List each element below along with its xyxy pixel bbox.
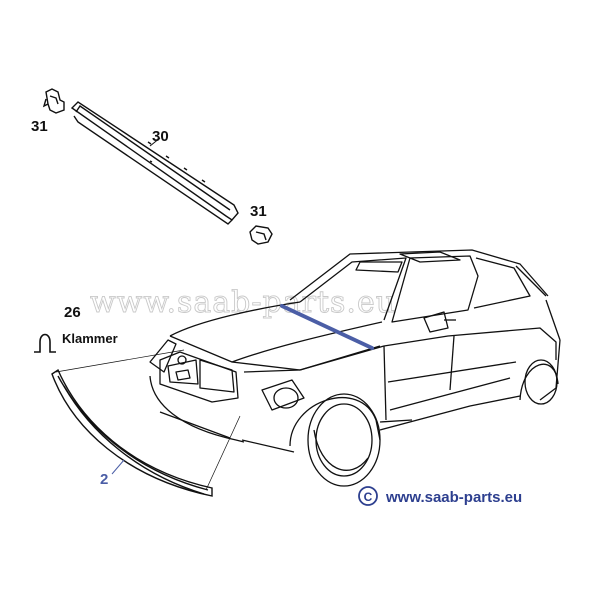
- clip-31-bottom: [249, 225, 273, 245]
- label-2: 2: [100, 471, 108, 488]
- strip-30: [70, 101, 239, 225]
- car-illustration: [149, 249, 561, 487]
- clip-31-top: [42, 88, 65, 114]
- leader-2: [111, 459, 125, 475]
- leader-lines: [55, 349, 241, 491]
- highlight-windscreen-strip: [280, 304, 374, 350]
- copyright-mark: C: [358, 486, 378, 506]
- label-26: 26: [64, 304, 81, 321]
- copyright-icon: [358, 486, 378, 506]
- label-31-bottom: 31: [250, 203, 267, 220]
- label-31-top: 31: [31, 118, 48, 135]
- leader-30: [149, 137, 161, 147]
- seal-strip-2: [51, 368, 213, 497]
- label-klammer: Klammer: [62, 331, 118, 346]
- label-30: 30: [152, 128, 169, 145]
- clip-26-klammer: [34, 333, 56, 353]
- watermark-text: www.saab-parts.eu: [90, 285, 396, 320]
- copyright-url: www.saab-parts.eu: [385, 489, 522, 506]
- copyright-symbol: C: [364, 490, 373, 504]
